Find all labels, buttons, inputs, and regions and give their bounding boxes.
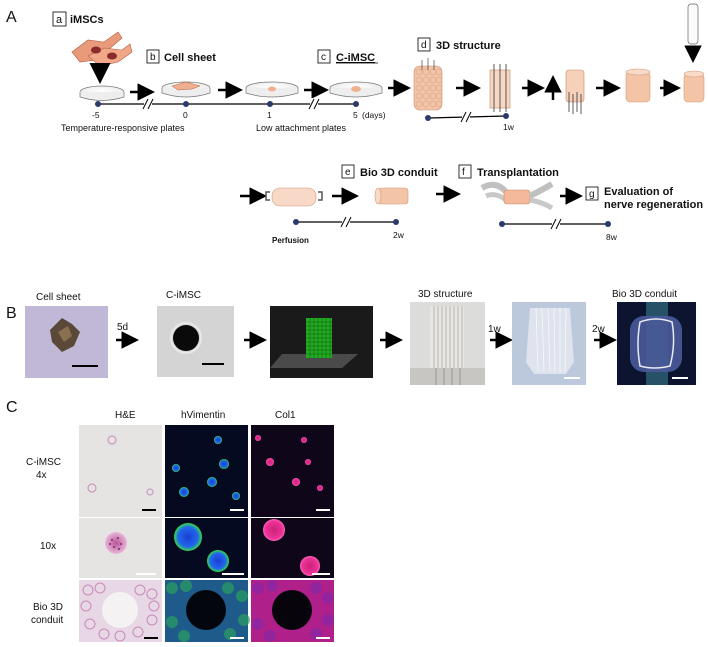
step-a-box [52,11,67,27]
c-imsc-photo [157,306,234,377]
panel-a-letter: A [6,9,17,26]
step-f-letter: f [462,167,465,178]
bio-conduit-photo [617,302,696,385]
cell-sheet-photo [25,306,108,378]
step-g-label-1: Evaluation of [604,186,673,198]
step-f-label: Transplantation [477,167,559,179]
timeline-2w [293,216,399,228]
structure-3d-photo [410,302,485,385]
timeline-8w [499,218,611,230]
perfusion-conduit [265,187,323,207]
step-b-label: Cell sheet [164,52,216,64]
step-e-letter: e [345,167,351,178]
step-a-label: iMSCs [70,14,104,26]
c-row1-label-2: 4x [36,470,47,481]
cad-model-render [270,306,373,378]
timeline-8w-label: 8w [606,232,618,242]
col1-conduit-image [251,580,334,642]
panel-b-letter: B [6,305,17,322]
tick-0: 0 [183,110,188,120]
timeline-2w-label: 2w [393,230,405,240]
needle-removal [565,69,585,114]
col1-4x-image [251,425,334,517]
step-c-label: C-iMSC [336,52,375,64]
perfusion-label: Perfusion [272,236,309,245]
c-col-col1: Col1 [275,410,296,421]
step-d-letter: d [421,40,427,51]
arrow-b5-label: 2w [592,324,606,335]
c-row3-label-1: Bio 3D [33,602,63,613]
plates-label-1: Temperature-responsive plates [61,123,185,133]
he-4x-image [79,425,162,517]
step-g-label-2: nerve regeneration [604,199,703,211]
one-week-photo [512,302,586,385]
tube-insertion [683,3,705,103]
step-g-letter: g [589,189,595,200]
hvimentin-4x-image [165,425,248,517]
col1-10x-image [251,518,334,578]
b-c-imsc-label: C-iMSC [166,290,201,301]
c-row3-label-2: conduit [31,615,63,626]
hvimentin-conduit-image [165,580,250,642]
dish-1 [245,81,299,98]
dish-0 [161,81,211,98]
c-col-hvimentin: hVimentin [181,410,225,421]
step-d-label: 3D structure [436,40,501,52]
c-row2-label: 10x [40,541,56,552]
c-col-he: H&E [115,410,136,421]
days-unit: (days) [362,110,386,120]
dish-minus5 [79,85,125,101]
panel-c-letter: C [6,399,18,416]
conduit-cylinder [625,68,651,103]
needle-array [489,64,511,112]
dish-5 [329,81,383,98]
imsc-cells-illustration [71,31,133,67]
bio-conduit-illustration [374,187,409,205]
arrow-b1-label: 5d [117,322,128,333]
step-f-box [458,164,472,179]
step-e-box [341,164,355,179]
timeline-1w-label: 1w [503,122,515,132]
b-3d-structure-label: 3D structure [418,289,473,300]
step-c-letter: c [321,52,326,63]
step-b-box [146,49,160,64]
transplantation-illustration [480,181,554,211]
tick-5: 5 [353,110,358,120]
step-e-label: Bio 3D conduit [360,167,438,179]
plates-label-2: Low attachment plates [256,123,347,133]
he-10x-image [79,518,162,578]
tick-minus5: -5 [92,110,100,120]
tick-1: 1 [267,110,272,120]
step-a-letter: a [56,14,63,26]
b-cell-sheet-label: Cell sheet [36,292,81,303]
b-bio-conduit-label: Bio 3D conduit [612,289,677,300]
timeline-days [95,98,359,110]
he-conduit-image [79,580,162,642]
hvimentin-10x-image [165,518,248,578]
step-c-box [317,49,331,64]
spheroid-cylinder [413,58,443,111]
timeline-1w [425,111,509,123]
step-d-box [417,37,431,52]
step-g-box [585,186,599,201]
arrow-b4-label: 1w [488,324,502,335]
c-row1-label-1: C-iMSC [26,457,61,468]
step-b-letter: b [150,52,156,63]
